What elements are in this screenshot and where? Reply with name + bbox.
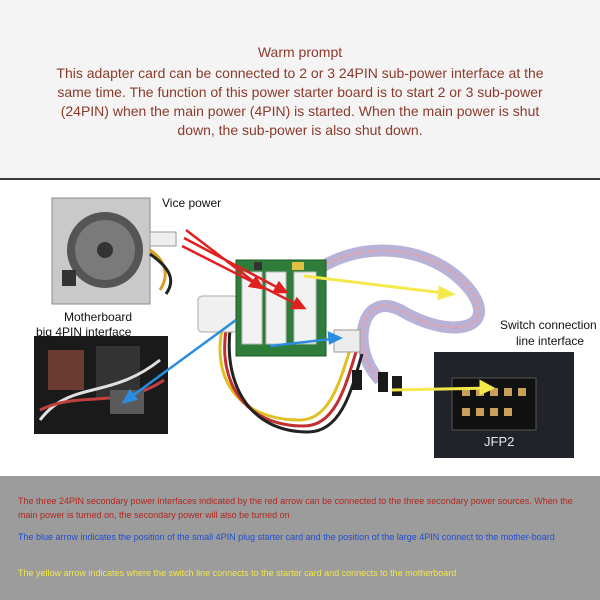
- switch-label-line2: line interface: [516, 334, 585, 348]
- small-4pin-connector: [333, 329, 361, 353]
- power-supply-image: [51, 197, 177, 305]
- wiring-diagram: JFP2: [34, 197, 574, 458]
- red-arrow-note: The three 24PIN secondary power interfac…: [18, 496, 573, 520]
- blue-arrows: [121, 318, 343, 404]
- red-arrows: [181, 229, 307, 310]
- warm-prompt-text: This adapter card can be connected to 2 …: [56, 65, 544, 138]
- blue-arrow-note: The blue arrow indicates the position of…: [18, 532, 555, 542]
- switch-label-line1: Switch connection: [500, 318, 597, 332]
- power-cable: [218, 329, 352, 422]
- vice-power-label: Vice power: [162, 196, 222, 210]
- molex-4pin-connector: [197, 295, 239, 333]
- motherboard-label-line1: Motherboard: [64, 310, 133, 324]
- motherboard-label-line2: big 4PIN interface: [36, 325, 132, 339]
- warm-prompt-panel: Warm prompt This adapter card can be con…: [0, 0, 600, 180]
- jfp2-label: JFP2: [484, 434, 514, 449]
- product-illustration: JFP2: [0, 180, 600, 476]
- notes-panel: The three 24PIN secondary power interfac…: [0, 476, 600, 600]
- warm-prompt-title: Warm prompt: [257, 44, 343, 60]
- motherboard-image: [34, 336, 168, 434]
- yellow-arrows: [303, 274, 496, 396]
- yellow-arrow-note: The yellow arrow indicates where the swi…: [18, 568, 457, 578]
- jfp2-header-image: JFP2: [434, 352, 574, 458]
